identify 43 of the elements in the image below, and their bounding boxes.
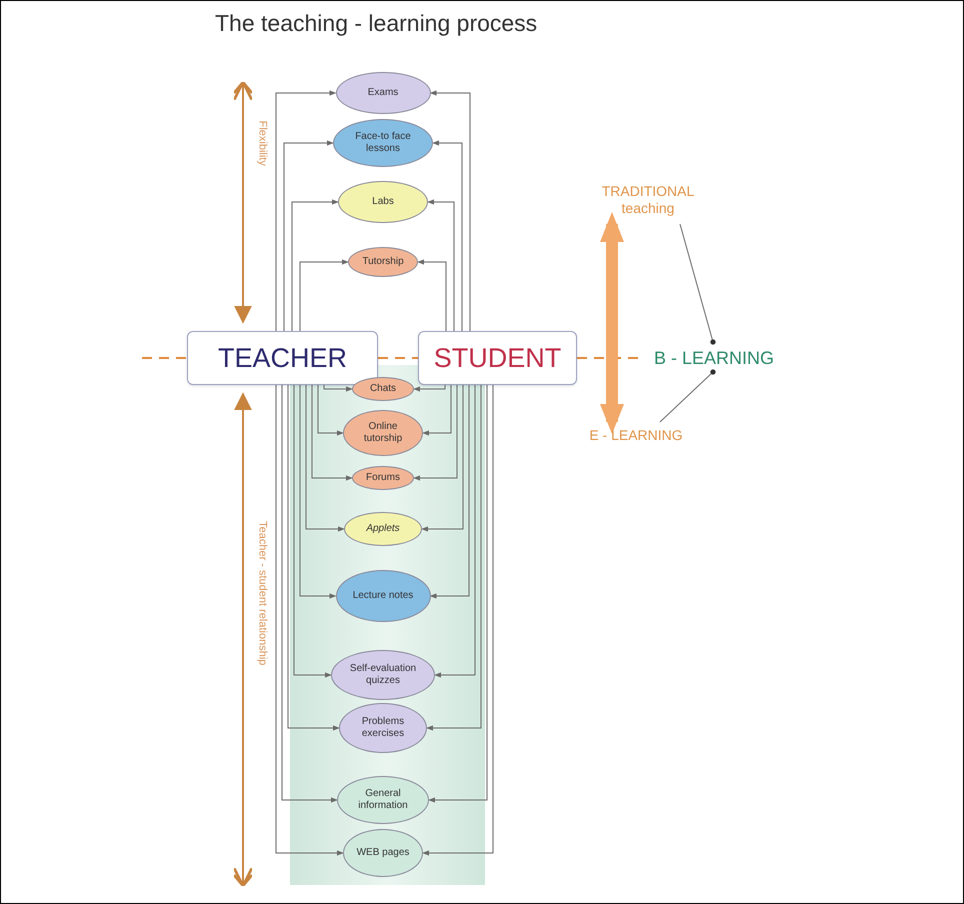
connector-arrow [300, 259, 349, 332]
dashed-line [378, 357, 418, 359]
connector-arrow [288, 384, 340, 731]
connector-arrow [430, 384, 470, 599]
connector-arrow [417, 259, 446, 332]
connector-arrow [324, 384, 353, 392]
role-box: TEACHER [187, 331, 378, 385]
resource-ellipse: Tutorship [348, 247, 418, 277]
connector-arrow [432, 140, 462, 332]
resource-ellipse: Face-to face lessons [333, 119, 433, 167]
mode-label: B - LEARNING [643, 346, 785, 370]
connector-arrow [427, 199, 454, 332]
leader-line [680, 224, 716, 345]
connector-arrow [413, 384, 458, 481]
connector-arrow [426, 384, 482, 731]
double-arrow [600, 212, 624, 434]
mode-label: E - LEARNING [580, 426, 692, 446]
axis-label: Teacher - student relationship [255, 520, 270, 668]
connector-arrow [276, 90, 336, 332]
connector-arrow [422, 384, 494, 856]
role-box: STUDENT [418, 331, 577, 385]
connector-arrow [421, 384, 464, 532]
connector-arrow [428, 384, 488, 803]
dashed-line [142, 357, 187, 359]
connector-arrow [430, 90, 470, 332]
connector-arrow [294, 384, 332, 678]
connector-arrow [292, 199, 339, 332]
resource-ellipse: Exams [336, 72, 430, 114]
connector-arrow [434, 384, 476, 678]
leader-line [660, 369, 716, 422]
resource-ellipse: Labs [338, 181, 428, 223]
connector-arrow [312, 384, 353, 481]
connector-arrow [318, 384, 344, 436]
connector-arrow [276, 384, 344, 856]
connector-arrow [300, 384, 336, 599]
connector-arrow [282, 384, 338, 803]
connector-arrow [422, 384, 452, 436]
connector-arrow [413, 384, 446, 392]
mode-label: TRADITIONAL teaching [583, 180, 713, 220]
connector-arrow [306, 384, 345, 532]
diagram-title: The teaching - learning process [215, 9, 538, 38]
connector-arrow [284, 140, 334, 332]
axis-label: Flexibility [255, 120, 270, 168]
